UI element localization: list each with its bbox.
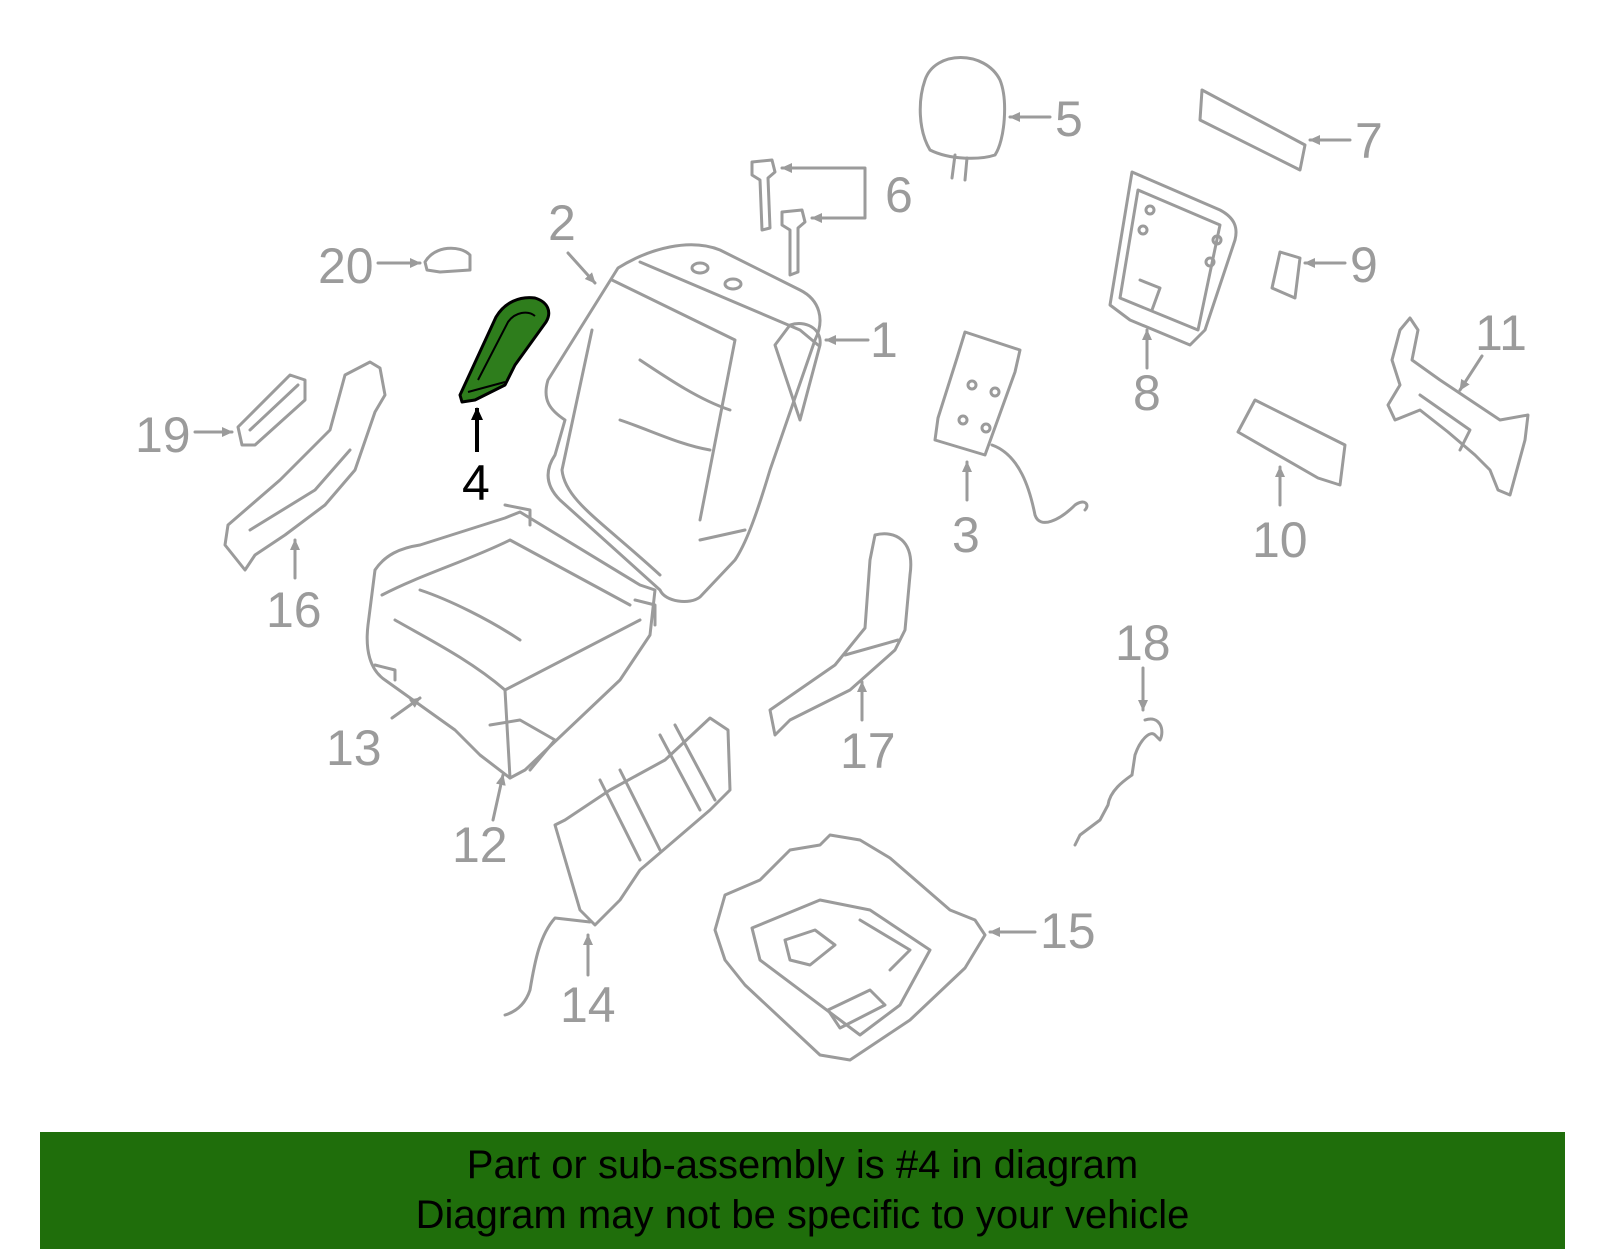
callout-7: 7 bbox=[1355, 113, 1383, 169]
part-seat-heater-14 bbox=[503, 716, 732, 1017]
leader-11 bbox=[1458, 354, 1484, 392]
part-plate-10 bbox=[1236, 398, 1347, 487]
part-frame-11 bbox=[1386, 316, 1530, 497]
part-clip-9 bbox=[1270, 250, 1302, 300]
part-headrest-guides bbox=[750, 158, 807, 277]
callout-17: 17 bbox=[840, 723, 896, 779]
callout-5: 5 bbox=[1055, 91, 1083, 147]
callout-11: 11 bbox=[1475, 305, 1527, 361]
part-seat-back bbox=[544, 243, 822, 603]
callout-6: 6 bbox=[885, 167, 913, 223]
callout-1: 1 bbox=[870, 312, 898, 368]
part-cover-19 bbox=[236, 373, 307, 447]
leader-6 bbox=[783, 166, 867, 220]
part-bracket-7 bbox=[1198, 88, 1307, 172]
callout-10: 10 bbox=[1252, 512, 1308, 568]
callout-12: 12 bbox=[452, 817, 508, 873]
leader-12 bbox=[491, 773, 506, 822]
callout-4: 4 bbox=[462, 455, 490, 511]
part-seat-frame-15 bbox=[713, 833, 987, 1062]
part-wire-18 bbox=[1073, 717, 1164, 847]
callout-20: 20 bbox=[318, 238, 374, 294]
leader-13 bbox=[390, 696, 422, 720]
banner-line-1: Part or sub-assembly is #4 in diagram bbox=[466, 1143, 1139, 1187]
part-seat-cushion bbox=[365, 503, 657, 780]
part-seat-back-side-trim bbox=[773, 322, 822, 422]
callout-13: 13 bbox=[326, 720, 382, 776]
callout-8: 8 bbox=[1133, 365, 1161, 421]
callout-16: 16 bbox=[266, 582, 322, 638]
callout-15: 15 bbox=[1040, 903, 1096, 959]
info-banner: Part or sub-assembly is #4 in diagram Di… bbox=[40, 1132, 1565, 1249]
callout-2: 2 bbox=[548, 195, 576, 251]
part-back-board bbox=[1108, 170, 1238, 347]
callout-3: 3 bbox=[952, 507, 980, 563]
part-highlighted-4 bbox=[458, 296, 551, 452]
part-lumbar-support bbox=[933, 330, 1089, 524]
leader-2 bbox=[566, 251, 597, 285]
callout-9: 9 bbox=[1350, 237, 1378, 293]
part-side-shield-16 bbox=[223, 360, 387, 572]
callout-19: 19 bbox=[135, 407, 191, 463]
part-headrest bbox=[918, 56, 1006, 182]
part-side-trim-17 bbox=[768, 532, 913, 737]
part-cap-20 bbox=[423, 246, 472, 274]
banner-line-2: Diagram may not be specific to your vehi… bbox=[415, 1193, 1190, 1237]
callout-14: 14 bbox=[560, 977, 616, 1033]
callout-18: 18 bbox=[1115, 615, 1171, 671]
